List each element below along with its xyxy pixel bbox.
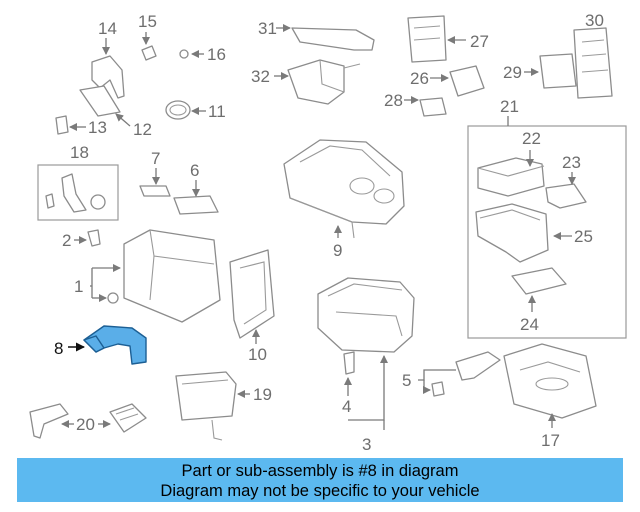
callout-24: 24 (520, 315, 539, 334)
callout-31: 31 (258, 19, 277, 38)
part-14-cover: 14 (91, 19, 125, 99)
callout-30: 30 (585, 11, 604, 30)
callout-28: 28 (384, 91, 403, 110)
callout-14: 14 (98, 19, 117, 38)
part-5-bracket: 5 (402, 351, 501, 397)
callout-4: 4 (342, 397, 351, 416)
part-17-base: 17 (503, 343, 597, 450)
callout-6: 6 (190, 161, 199, 180)
part-1-panel: 1 (74, 229, 221, 323)
callout-27: 27 (470, 32, 489, 51)
callout-25: 25 (574, 227, 593, 246)
callout-9: 9 (333, 241, 342, 260)
part-10-trim: 10 (229, 249, 275, 364)
part-32-mechanism: 32 (251, 59, 361, 105)
part-6-pad: 6 (173, 161, 219, 215)
callout-22: 22 (522, 129, 541, 148)
parts-diagram: 14 15 16 12 11 13 18 7 (29, 11, 627, 454)
callout-5: 5 (402, 371, 411, 390)
callout-19: 19 (253, 385, 272, 404)
callout-18: 18 (70, 143, 89, 162)
callout-29: 29 (503, 63, 522, 82)
part-21-armrest-assembly: 21 22 23 25 24 (467, 97, 627, 339)
part-4-clip: 4 (342, 351, 355, 416)
callout-8: 8 (54, 339, 63, 358)
banner-line-part-number: Part or sub-assembly is #8 in diagram (181, 462, 459, 480)
callout-2: 2 (62, 231, 71, 250)
part-30-panel: 30 (573, 11, 613, 99)
part-31-lid: 31 (258, 19, 375, 51)
part-13-clip: 13 (55, 115, 107, 137)
callout-13: 13 (88, 118, 107, 137)
part-26-switch: 26 (410, 65, 485, 97)
part-27-bracket: 27 (407, 15, 489, 63)
part-18-kit: 18 (37, 143, 119, 221)
callout-7: 7 (151, 149, 160, 168)
part-12-mat: 12 (79, 85, 152, 139)
callout-16: 16 (207, 45, 226, 64)
info-banner: Part or sub-assembly is #8 in diagram Di… (17, 458, 623, 502)
part-11-ring: 11 (165, 100, 226, 121)
part-2-screw: 2 (62, 229, 101, 250)
part-8-bracket: 8 (54, 325, 147, 365)
callout-21: 21 (500, 97, 519, 116)
part-20-bracket: 20 (29, 403, 147, 439)
callout-17: 17 (541, 431, 560, 450)
part-9-console: 9 (283, 139, 405, 260)
part-28-bracket: 28 (384, 91, 447, 117)
callout-11: 11 (208, 102, 226, 121)
callout-12: 12 (133, 120, 152, 139)
callout-23: 23 (562, 153, 581, 172)
part-16-clip: 16 (179, 45, 226, 64)
part-3-frame: 3 (317, 277, 415, 454)
part-19-bin: 19 (175, 371, 272, 441)
part-15-screw: 15 (138, 12, 157, 61)
banner-line-disclaimer: Diagram may not be specific to your vehi… (160, 482, 480, 500)
part-29-plate: 29 (503, 53, 577, 89)
callout-10: 10 (248, 345, 267, 364)
callout-32: 32 (251, 67, 270, 86)
callout-26: 26 (410, 69, 429, 88)
callout-3: 3 (362, 435, 371, 454)
part-7-pad: 7 (139, 149, 171, 197)
callout-1: 1 (74, 277, 83, 296)
callout-20: 20 (76, 415, 95, 434)
callout-15: 15 (138, 12, 157, 31)
